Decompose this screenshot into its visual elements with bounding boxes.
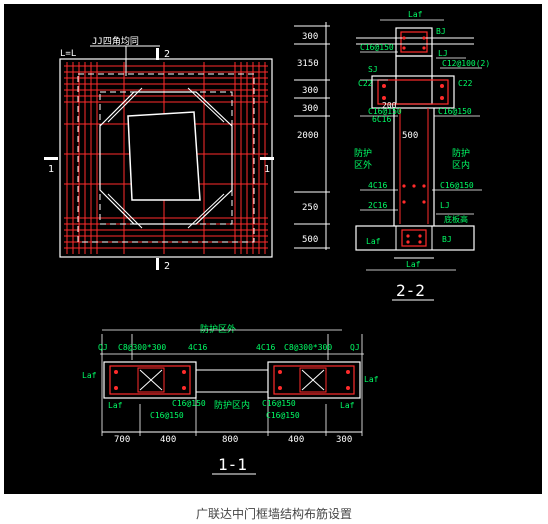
- label-bj-top: BJ: [436, 27, 446, 36]
- dim-800: 800: [222, 435, 238, 445]
- section22-view: Laf BJ C16@150 LJ C12@100(2) SJ C22 C22 …: [354, 10, 490, 301]
- label-c16-150-mid: C16@150: [440, 181, 474, 190]
- label-c22-right: C22: [458, 79, 473, 88]
- dim-300-b: 300: [302, 86, 318, 96]
- label-protect-inner-11: 防护区内: [214, 399, 250, 411]
- plan-octagon: [99, 91, 233, 225]
- label-protect-outer-11: 防护区外: [200, 323, 236, 335]
- plan-label-top: JJ四角均同: [92, 35, 139, 47]
- label-laf-left: Laf: [82, 371, 97, 380]
- label-laf-left2: Laf: [108, 401, 123, 410]
- label-c16-150-c: C16@150: [262, 399, 296, 408]
- section11-title: 1-1: [218, 455, 247, 474]
- label-protect-outer-22b: 区外: [354, 159, 372, 171]
- label-c16-150-left: C16@150: [368, 107, 402, 116]
- label-protect-outer-22: 防护: [354, 147, 372, 159]
- section-mark-bottom: 2: [164, 261, 170, 272]
- section11-right-wall: [267, 361, 361, 399]
- section-mark-right: 1: [264, 164, 270, 175]
- dim-500: 500: [302, 235, 318, 245]
- label-dim-200: 200: [382, 101, 397, 110]
- section22-dim-chain: 300 3150 300 300 2000 250 500: [294, 22, 330, 250]
- label-c12-100: C12@100(2): [442, 59, 490, 68]
- cad-drawing-panel: JJ四角均同 L=L 2 2 1 1 300 3150 300 300 2000…: [4, 4, 542, 494]
- label-c16-150-d: C16@150: [266, 411, 300, 420]
- label-qj-left: QJ: [98, 343, 108, 352]
- label-laf-right2: Laf: [340, 401, 355, 410]
- section-mark-bottom-bar: [156, 258, 159, 270]
- label-qj-right: QJ: [350, 343, 360, 352]
- label-lj-bottom: LJ: [440, 201, 450, 210]
- section-mark-left: 1: [48, 164, 54, 175]
- label-4c16-left: 4C16: [188, 343, 207, 352]
- label-c8-left: C8@300*300: [118, 343, 166, 352]
- label-c8-right: C8@300*300: [284, 343, 332, 352]
- plan-corner-bars: [107, 87, 225, 229]
- label-laf-right: Laf: [364, 375, 379, 384]
- plan-label-ll: L=L: [60, 49, 76, 59]
- dim-3150: 3150: [297, 59, 319, 69]
- plan-view: JJ四角均同 L=L 2 2 1 1: [44, 35, 274, 272]
- section-mark-right-bar: [260, 157, 274, 160]
- figure-caption: 广联达中门框墙结构布筋设置: [195, 507, 352, 521]
- dim-2000: 2000: [297, 131, 319, 141]
- plan-dashed-frame-outer: [77, 73, 255, 243]
- dim-300-c: 300: [302, 104, 318, 114]
- label-laf-top: Laf: [408, 10, 423, 19]
- section-mark-left-bar: [44, 157, 58, 160]
- section11-view: 防护区外 700 400: [82, 323, 379, 475]
- dim-400-a: 400: [160, 435, 176, 445]
- label-sj: SJ: [368, 65, 378, 74]
- label-4c16: 4C16: [368, 181, 387, 190]
- label-c16-150-right: C16@150: [438, 107, 472, 116]
- dim-250: 250: [302, 203, 318, 213]
- label-laf-base: Laf: [406, 260, 421, 269]
- label-6c16: 6C16: [372, 115, 391, 124]
- label-c16-150-top: C16@150: [360, 43, 394, 52]
- label-lj-top: LJ: [438, 49, 448, 58]
- label-4c16-right: 4C16: [256, 343, 275, 352]
- cad-canvas: JJ四角均同 L=L 2 2 1 1 300 3150 300 300 2000…: [44, 10, 490, 475]
- dim-300: 300: [336, 435, 352, 445]
- label-protect-inner-22b: 区内: [452, 159, 470, 171]
- section22-frame-beam: [371, 75, 455, 109]
- label-floor-elev: 底板高: [444, 214, 468, 224]
- plan-door-opening: [127, 111, 201, 201]
- label-c22-left: C22: [358, 79, 373, 88]
- label-2c16: 2C16: [368, 201, 387, 210]
- section22-title: 2-2: [396, 281, 425, 300]
- section-mark-top-bar: [156, 48, 159, 60]
- label-c16-150-b: C16@150: [150, 411, 184, 420]
- dim-400-b: 400: [288, 435, 304, 445]
- section-mark-top: 2: [164, 49, 170, 60]
- label-laf-bottom: Laf: [366, 237, 381, 246]
- label-protect-inner-22: 防护: [452, 147, 470, 159]
- label-c16-150-a: C16@150: [172, 399, 206, 408]
- dim-300-a: 300: [302, 32, 318, 42]
- section11-left-wall: [103, 361, 197, 399]
- dim-700: 700: [114, 435, 130, 445]
- label-bj-bottom: BJ: [442, 235, 452, 244]
- label-dim-500: 500: [402, 131, 418, 141]
